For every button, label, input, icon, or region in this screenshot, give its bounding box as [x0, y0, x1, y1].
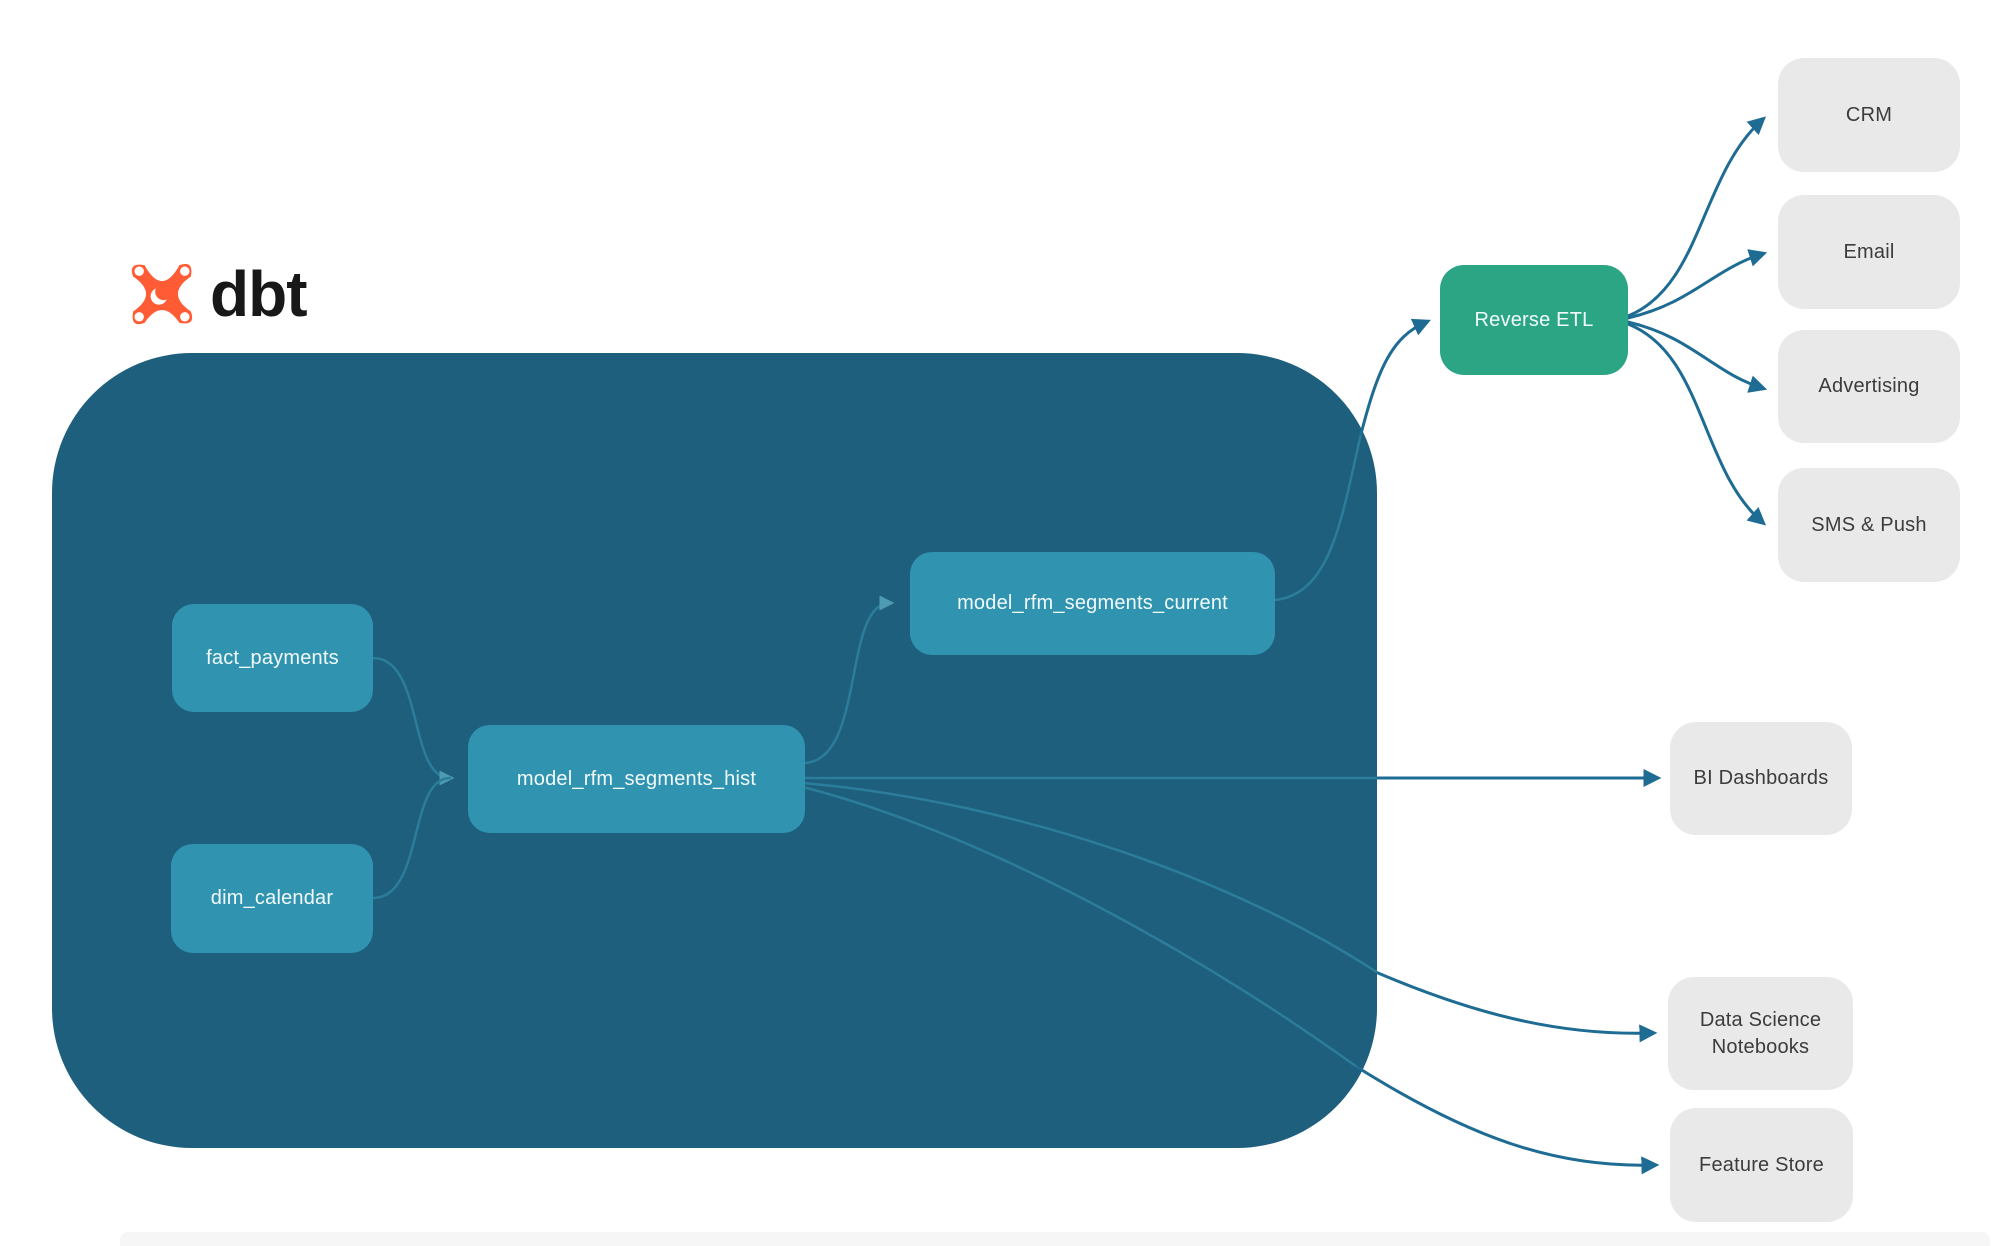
- dbt-logo: dbt: [124, 256, 307, 332]
- node-fact-payments: fact_payments: [172, 604, 373, 712]
- node-model-rfm-segments-current: model_rfm_segments_current: [910, 552, 1275, 655]
- edge-etl-to-email: [1626, 249, 1768, 320]
- edge-hist-to-notebooks: [1376, 971, 1658, 1043]
- bottom-edge-strip: [120, 1232, 1990, 1246]
- node-email: Email: [1778, 195, 1960, 309]
- node-feature-store: Feature Store: [1670, 1108, 1853, 1222]
- node-bi-dashboards: BI Dashboards: [1670, 722, 1852, 835]
- dbt-wordmark: dbt: [210, 258, 307, 330]
- node-advertising: Advertising: [1778, 330, 1960, 443]
- node-crm: CRM: [1778, 58, 1960, 172]
- node-sms-push: SMS & Push: [1778, 468, 1960, 582]
- edge-etl-to-advertising: [1626, 320, 1768, 393]
- edge-hist-to-feature-store: [1355, 1065, 1660, 1175]
- node-dim-calendar: dim_calendar: [171, 844, 373, 953]
- node-reverse-etl: Reverse ETL: [1440, 265, 1628, 375]
- edge-current-to-etl: [1359, 318, 1431, 436]
- node-data-science-notebooks: Data Science Notebooks: [1668, 977, 1853, 1090]
- node-model-rfm-segments-hist: model_rfm_segments_hist: [468, 725, 805, 833]
- dbt-logo-icon: [131, 263, 193, 325]
- edge-etl-to-sms-push: [1626, 322, 1767, 526]
- edge-etl-to-crm: [1626, 116, 1767, 318]
